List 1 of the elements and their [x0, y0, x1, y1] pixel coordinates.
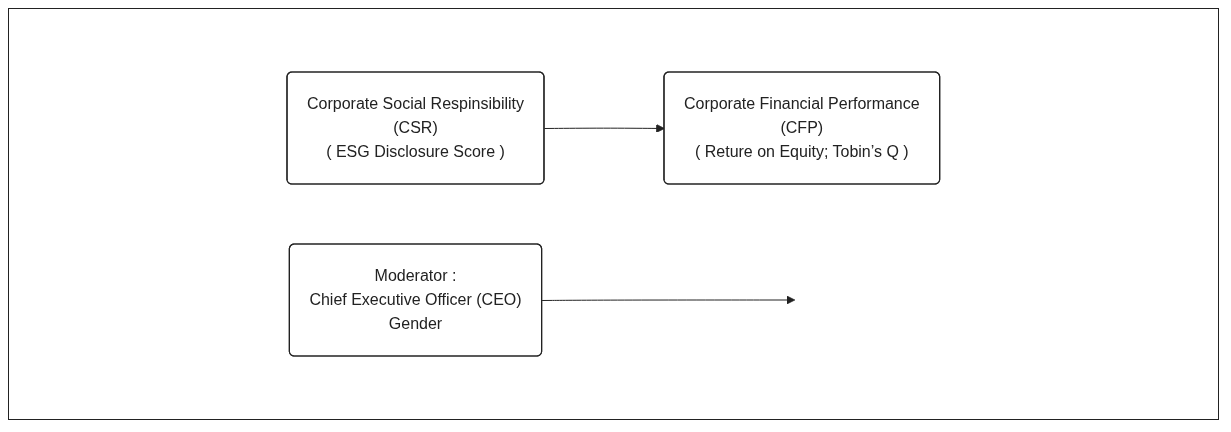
arrow — [541, 295, 796, 305]
